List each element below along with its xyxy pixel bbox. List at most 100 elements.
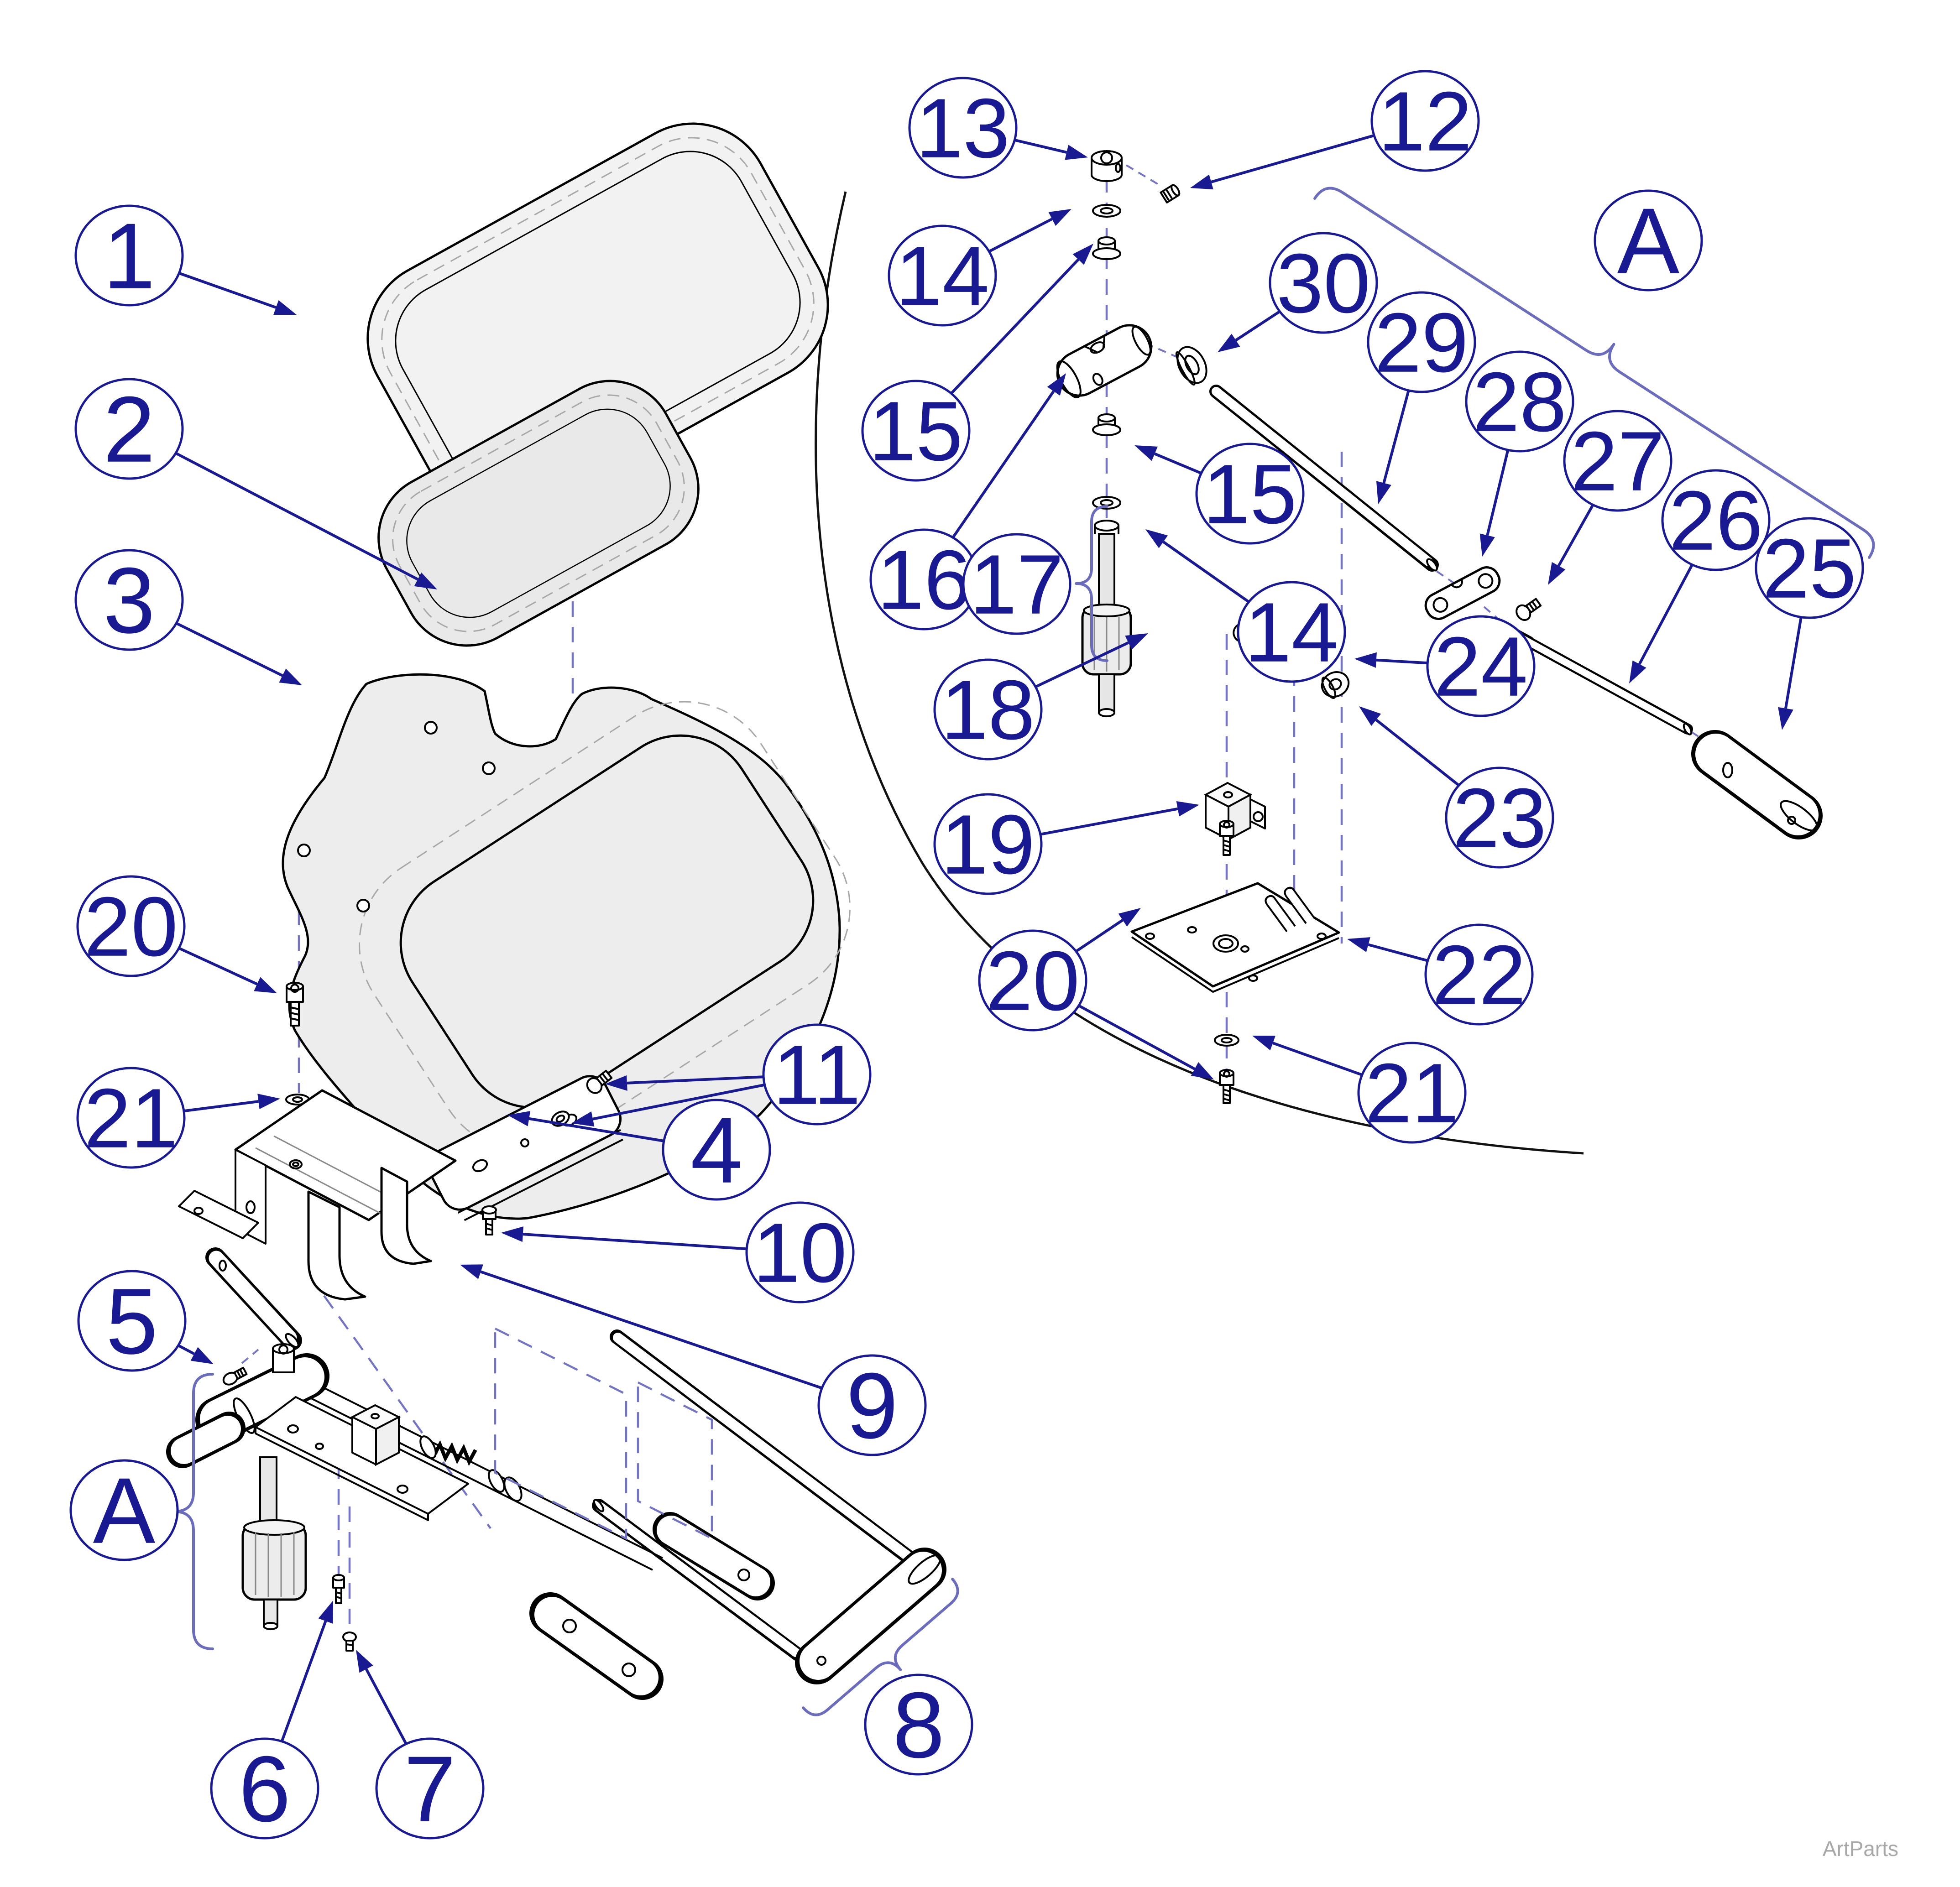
slide-rail-5: [205, 1247, 302, 1350]
pivot-barrel-A: [166, 1343, 329, 1468]
callout-label: 15: [869, 385, 963, 479]
callout-arrowhead: [1252, 1036, 1275, 1051]
callout-label: 11: [773, 1028, 861, 1122]
callout-arrow: [178, 947, 258, 985]
callout-balloon: [1195, 443, 1305, 545]
roller-25: [1691, 730, 1823, 839]
callout-arrowhead: [1376, 481, 1391, 504]
callout-30: 30: [1218, 232, 1378, 352]
callout-14: 14: [1145, 529, 1346, 683]
callout-26: 26: [1629, 469, 1771, 683]
callout-label: 19: [941, 798, 1035, 892]
callout-label: 26: [1669, 474, 1763, 568]
callout-arrowhead: [1479, 533, 1495, 557]
callout-arrow: [988, 218, 1053, 253]
callout-27: 27: [1548, 410, 1673, 585]
callout-label: 7: [404, 1737, 456, 1841]
callout-arrow: [1040, 807, 1178, 836]
callout-19: 19: [933, 793, 1199, 895]
wing-plate: [178, 1190, 259, 1239]
callout-arrow: [1784, 617, 1803, 709]
callout-arrow: [1078, 1004, 1196, 1070]
callout-arrow: [480, 1270, 823, 1390]
callout-28: 28: [1465, 350, 1574, 557]
callout-brace: [1075, 505, 1108, 662]
callout-arrow: [1211, 134, 1375, 183]
bar-handle-8: [795, 1548, 946, 1684]
arm-assembly: [166, 1327, 775, 1700]
callout-arrowhead: [1190, 174, 1213, 190]
callout-label: A: [93, 1459, 156, 1563]
callout-arrowhead: [1145, 529, 1168, 548]
callout-balloon: [1370, 70, 1480, 172]
callout-balloon: [69, 1459, 179, 1561]
callout-21: 21: [1252, 1036, 1467, 1144]
callout-arrowhead: [318, 1600, 333, 1624]
callout-label: 5: [106, 1269, 158, 1374]
callout-arrowhead: [1125, 633, 1148, 650]
callout-label: A: [1617, 189, 1680, 293]
callout-11: 11: [571, 1023, 872, 1127]
screw-5: [222, 1366, 248, 1386]
callout-balloon: [1367, 291, 1476, 393]
screw-7: [342, 1632, 357, 1652]
callout-arrowhead: [1176, 801, 1199, 817]
callout-label: 28: [1473, 355, 1567, 449]
callout-arrowhead: [279, 668, 302, 685]
callout-arrow: [1368, 943, 1428, 962]
screw-6: [332, 1574, 345, 1604]
callout-5: 5: [77, 1269, 214, 1374]
callout-balloon: [74, 204, 184, 307]
callout-brace: [1313, 187, 1875, 559]
callout-arrowhead: [571, 1111, 595, 1127]
bushing-23: [1321, 671, 1350, 699]
callout-arrowhead: [1047, 373, 1066, 396]
callout-arrowhead: [1048, 209, 1071, 226]
callout-label: 23: [1453, 771, 1547, 865]
callout-label: 16: [877, 533, 971, 627]
callout-16: 16: [869, 373, 1066, 631]
callout-balloon: [1445, 766, 1554, 869]
stop-block-19: [1203, 782, 1266, 856]
callout-13: 13: [908, 77, 1088, 179]
callout-arrow: [183, 1100, 259, 1113]
callout-label: 1: [103, 204, 155, 308]
linkage-rods: [1175, 346, 1823, 839]
callout-balloon: [662, 1099, 771, 1201]
callout-arrowhead: [1629, 660, 1646, 683]
callout-arrow: [1014, 138, 1067, 154]
callout-arrowhead: [1065, 145, 1088, 160]
callout-arrowhead: [501, 1226, 524, 1242]
callout-balloon: [933, 658, 1043, 761]
seat-hole: [424, 721, 438, 735]
seat-hole: [482, 761, 496, 775]
callout-balloon: [962, 533, 1071, 635]
link-plate-28: [1424, 566, 1501, 620]
callout-arrowhead: [254, 977, 277, 993]
callout-label: 18: [941, 663, 1035, 757]
callout-arrow: [1035, 641, 1129, 688]
socket-screw-20c: [1219, 1069, 1234, 1104]
callout-balloon: [1237, 581, 1346, 683]
clamp-hook: [307, 1190, 366, 1301]
callout-balloon: [1269, 232, 1378, 334]
callout-balloon: [933, 793, 1043, 895]
callout-1: 1: [74, 204, 297, 315]
ghost-box: [494, 1327, 627, 1540]
callout-23: 23: [1359, 706, 1554, 869]
callout-2: 2: [74, 377, 437, 589]
pivot-stud-chain: [1056, 150, 1181, 510]
callout-10: 10: [501, 1201, 855, 1303]
callout-label: 3: [103, 548, 155, 653]
callout-label: 25: [1762, 522, 1856, 616]
callout-arrowhead: [1118, 908, 1141, 927]
callout-arrowhead: [460, 1264, 483, 1279]
callout-label: 22: [1432, 928, 1526, 1022]
callout-14: 14: [888, 209, 1071, 327]
detail-boundary-arc: [815, 191, 1584, 1155]
collar-30: [1175, 346, 1207, 386]
callout-balloon: [762, 1023, 872, 1126]
callout-arrowhead: [1548, 562, 1566, 585]
callout-arrow: [176, 622, 283, 677]
